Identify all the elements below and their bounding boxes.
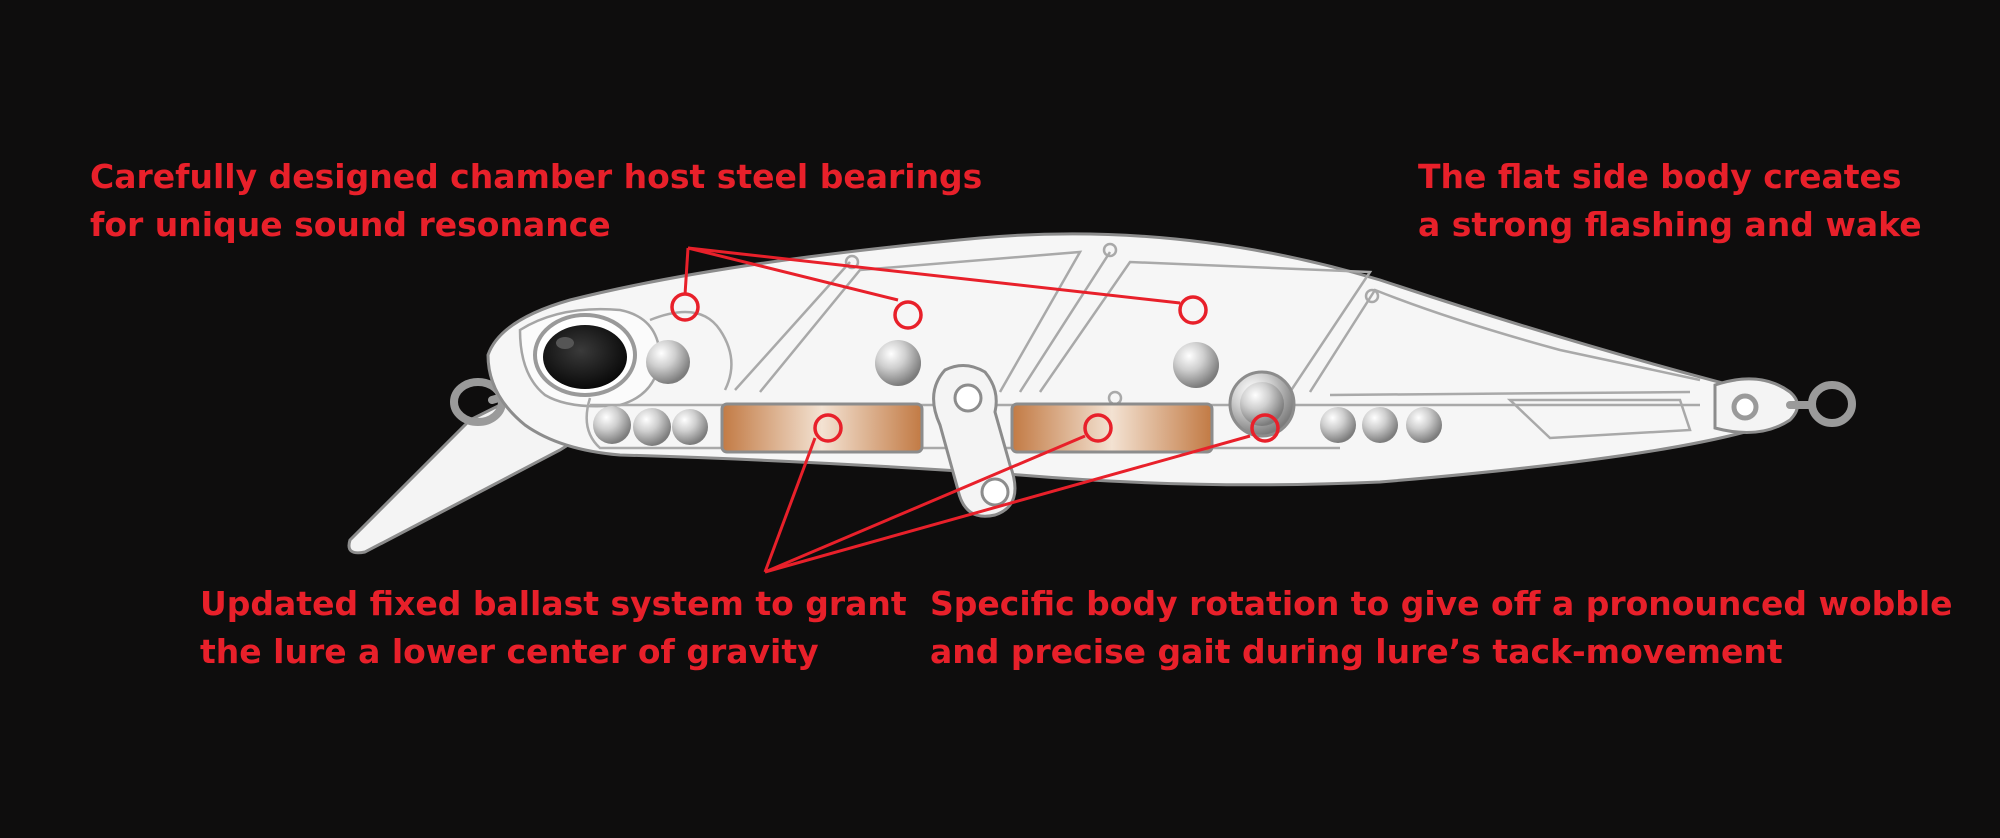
marker-bearing-3 bbox=[1178, 295, 1208, 325]
marker-rotation bbox=[1250, 413, 1280, 443]
callout-flat-side-line1: The flat side body creates bbox=[1418, 157, 1902, 196]
bearing-ball bbox=[1362, 407, 1398, 443]
callout-rotation-line2: and precise gait during lure’s tack-move… bbox=[930, 632, 1783, 671]
bearing-ball bbox=[875, 340, 921, 386]
marker-bearing-2 bbox=[893, 300, 923, 330]
ballast-chamber-front bbox=[720, 402, 924, 454]
diving-lip bbox=[347, 393, 604, 555]
callout-flat-side: The flat side body creates a strong flas… bbox=[1418, 153, 1922, 249]
bearing-ball bbox=[1406, 407, 1442, 443]
callout-rotation-line1: Specific body rotation to give off a pro… bbox=[930, 584, 1953, 623]
eye bbox=[533, 313, 637, 397]
bearing-ball bbox=[593, 406, 631, 444]
callout-flat-side-line2: a strong flashing and wake bbox=[1418, 205, 1922, 244]
bearing-ball bbox=[646, 340, 690, 384]
callout-ballast-line2: the lure a lower center of gravity bbox=[200, 632, 819, 671]
rotation-bearing bbox=[1228, 370, 1296, 438]
bearing-ball bbox=[1173, 342, 1219, 388]
callout-bearings-line2: for unique sound resonance bbox=[90, 205, 611, 244]
callout-bearings: Carefully designed chamber host steel be… bbox=[90, 153, 982, 249]
internal-frame bbox=[585, 242, 1701, 450]
callout-ballast: Updated fixed ballast system to grant th… bbox=[200, 580, 907, 676]
marker-ballast-1 bbox=[813, 413, 843, 443]
bearing-ball bbox=[1320, 407, 1356, 443]
callout-ballast-line1: Updated fixed ballast system to grant bbox=[200, 584, 907, 623]
steel-bearings bbox=[593, 340, 1442, 446]
belly-hook-hanger bbox=[932, 364, 1017, 518]
leader-lines bbox=[683, 246, 1251, 574]
callout-rotation: Specific body rotation to give off a pro… bbox=[930, 580, 1953, 676]
bearing-ball bbox=[672, 409, 708, 445]
callout-markers bbox=[670, 292, 1280, 443]
marker-ballast-2 bbox=[1083, 413, 1113, 443]
tail-hook-eye bbox=[1713, 377, 1856, 434]
callout-bearings-line1: Carefully designed chamber host steel be… bbox=[90, 157, 983, 196]
marker-bearing-1 bbox=[670, 292, 700, 322]
bearing-ball bbox=[633, 408, 671, 446]
